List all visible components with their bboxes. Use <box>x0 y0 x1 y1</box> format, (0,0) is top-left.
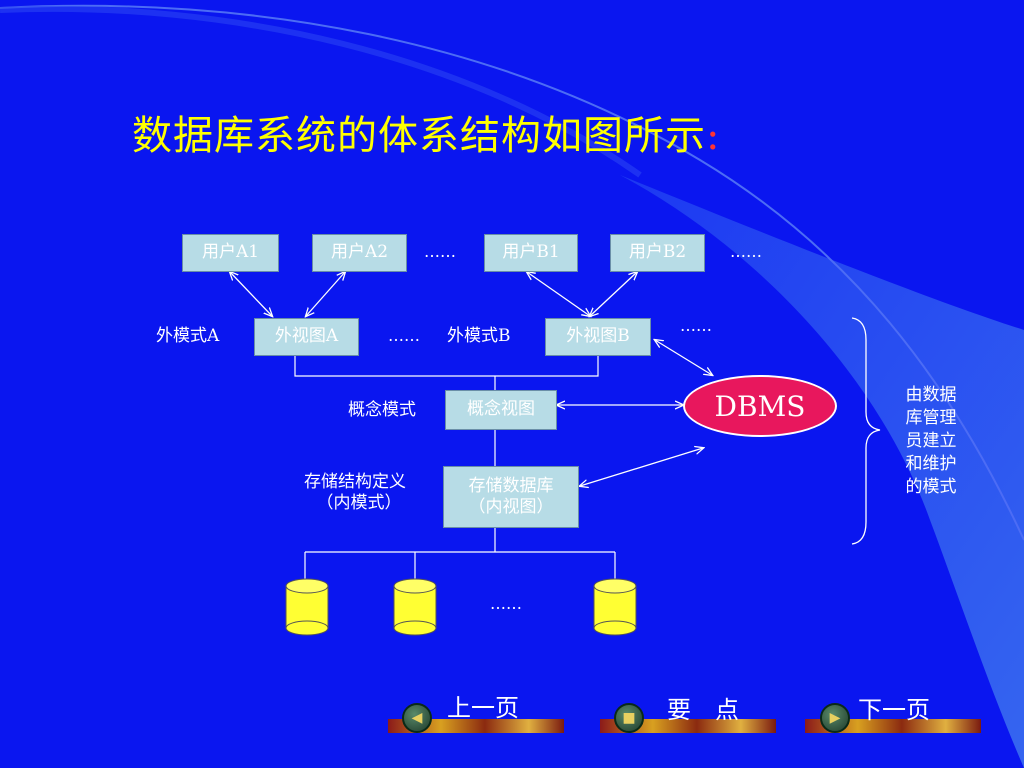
stored-database-box: 存储数据库 （内视图） <box>443 466 579 528</box>
arrow-usera2-viewa <box>306 272 345 316</box>
external-schema-a-label: 外模式A <box>156 326 220 346</box>
ellipsis: …… <box>730 242 762 261</box>
stored-database-line1: 存储数据库 <box>468 475 554 496</box>
internal-schema-label-line1: 存储结构定义 <box>304 472 406 492</box>
ellipsis: …… <box>490 594 522 613</box>
database-cylinder-1 <box>285 578 329 636</box>
key-points-link[interactable]: 要 点 <box>667 696 739 724</box>
connector-storage-disks <box>304 528 616 582</box>
connector-external-conceptual <box>294 356 599 390</box>
background-swoosh <box>620 175 1024 768</box>
user-b2-box: 用户B2 <box>610 234 705 272</box>
background-arc-line <box>0 4 1024 541</box>
slide-title: 数据库系统的体系结构如图所示: <box>132 103 720 161</box>
arrow-usera1-viewa <box>230 272 272 316</box>
key-points-square-icon[interactable]: ■ <box>614 703 644 733</box>
arrow-dbms-storage <box>580 448 703 486</box>
nav-bar-prev <box>388 719 564 733</box>
conceptual-view-box: 概念视图 <box>445 390 557 430</box>
nav-bar-key-points <box>600 719 776 733</box>
ellipsis: …… <box>424 242 456 261</box>
user-a2-box: 用户A2 <box>312 234 407 272</box>
database-cylinder-3 <box>593 578 637 636</box>
user-b1-box: 用户B1 <box>484 234 578 272</box>
side-note-line: 员建立 <box>905 431 957 451</box>
internal-schema-label: 存储结构定义 （内模式） <box>304 472 406 515</box>
next-page-link[interactable]: 下一页 <box>858 696 930 724</box>
conceptual-schema-label: 概念模式 <box>348 400 416 420</box>
arrow-dbms-viewb <box>655 340 712 375</box>
side-note-line: 库管理 <box>905 408 957 428</box>
arrow-userb1-viewb <box>527 272 590 316</box>
right-brace <box>851 317 881 545</box>
prev-arrow-icon[interactable]: ◀ <box>402 703 432 733</box>
slide-title-colon: : <box>706 113 721 159</box>
slide-title-text: 数据库系统的体系结构如图所示 <box>132 113 706 159</box>
internal-schema-label-line2: （内模式） <box>316 493 402 514</box>
side-note-line: 由数据 <box>905 385 957 405</box>
next-arrow-icon[interactable]: ▶ <box>820 703 850 733</box>
arrow-userb2-viewb <box>590 272 637 316</box>
database-cylinder-2 <box>393 578 437 636</box>
side-note-line: 的模式 <box>905 477 957 497</box>
side-note-line: 和维护 <box>905 454 957 474</box>
external-view-b-box: 外视图B <box>545 318 651 356</box>
prev-page-link[interactable]: 上一页 <box>447 694 519 722</box>
side-note: 由数据 库管理 员建立 和维护 的模式 <box>896 384 966 499</box>
dbms-ellipse: DBMS <box>683 375 837 437</box>
user-a1-box: 用户A1 <box>182 234 279 272</box>
external-view-a-box: 外视图A <box>254 318 359 356</box>
external-schema-b-label: 外模式B <box>447 326 511 346</box>
stored-database-line2: （内视图） <box>468 497 554 517</box>
ellipsis: …… <box>680 316 712 335</box>
background-arc-line <box>0 5 642 178</box>
ellipsis: …… <box>388 326 420 345</box>
